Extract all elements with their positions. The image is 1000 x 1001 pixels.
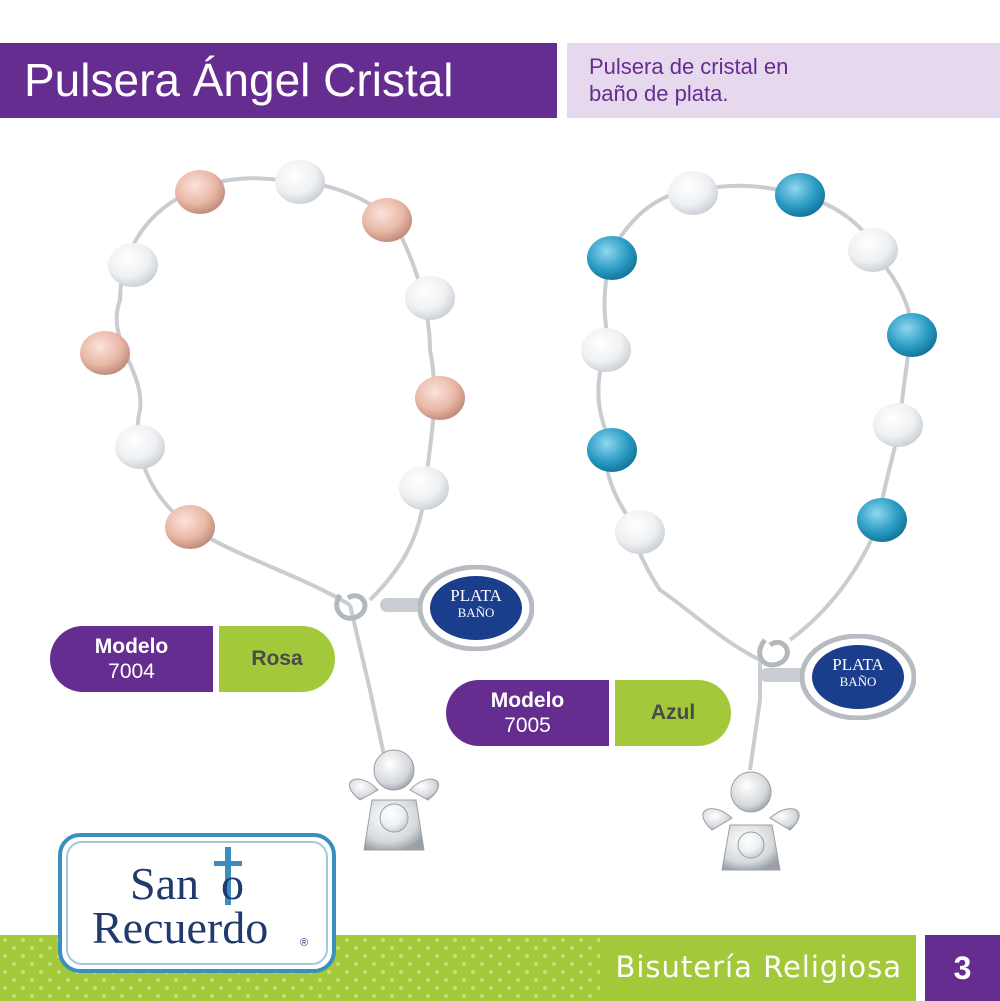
bracelet-7004-beads — [80, 160, 465, 549]
bead — [581, 328, 631, 372]
model-number: 7004 — [108, 660, 155, 683]
bead — [405, 276, 455, 320]
bracelet-7004-chain — [114, 176, 437, 607]
bracelet-7005-drop-chain — [748, 660, 762, 771]
bracelet-7004-drop-chain — [348, 604, 387, 761]
plata-bano-seal: PLATA BAÑO Hecho en México — [418, 565, 534, 651]
bracelet-7005-beads — [581, 171, 937, 554]
color-name: Rosa — [219, 626, 335, 692]
bead — [362, 198, 412, 242]
footer-category: Bisutería Religiosa — [615, 950, 902, 984]
bead — [668, 171, 718, 215]
model-tag-7005: Modelo 7005 Azul — [446, 680, 731, 746]
bead — [399, 466, 449, 510]
seal-line-1: PLATA — [450, 586, 502, 605]
angel-charm-7004 — [348, 749, 440, 851]
bead — [848, 228, 898, 272]
bead — [275, 160, 325, 204]
bead — [175, 170, 225, 214]
bead — [115, 425, 165, 469]
cross-icon — [214, 847, 242, 905]
color-name: Azul — [615, 680, 731, 746]
seal-line-3: Hecho en México — [833, 697, 883, 705]
page-number: 3 — [925, 935, 1000, 1001]
bead — [587, 428, 637, 472]
bead — [415, 376, 465, 420]
model-tag-7004: Modelo 7004 Rosa — [50, 626, 335, 692]
model-label: Modelo — [94, 635, 169, 658]
description-line-2: baño de plata. — [589, 81, 729, 106]
angel-charm-7005 — [702, 771, 800, 871]
bead — [873, 403, 923, 447]
registered-mark: ® — [300, 937, 309, 949]
logo-word-2: Recuerdo — [92, 902, 269, 953]
seal-line-2: BAÑO — [457, 605, 495, 620]
product-description: Pulsera de cristal en baño de plata. — [567, 43, 1000, 118]
bead — [587, 236, 637, 280]
bead — [615, 510, 665, 554]
seal-line-3: Hecho en México — [451, 628, 501, 636]
bead — [857, 498, 907, 542]
bead — [80, 331, 130, 375]
description-line-1: Pulsera de cristal en — [589, 54, 789, 79]
bead — [887, 313, 937, 357]
model-label: Modelo — [490, 689, 565, 712]
model-number: 7005 — [504, 714, 551, 737]
model-number-box: Modelo 7005 — [446, 680, 609, 746]
seal-line-2: BAÑO — [839, 674, 877, 689]
bead — [775, 173, 825, 217]
bead — [165, 505, 215, 549]
page-title: Pulsera Ángel Cristal — [0, 43, 557, 118]
model-number-box: Modelo 7004 — [50, 626, 213, 692]
bead — [108, 243, 158, 287]
plata-bano-seal: PLATA BAÑO Hecho en México — [800, 634, 916, 720]
seal-line-1: PLATA — [832, 655, 884, 674]
